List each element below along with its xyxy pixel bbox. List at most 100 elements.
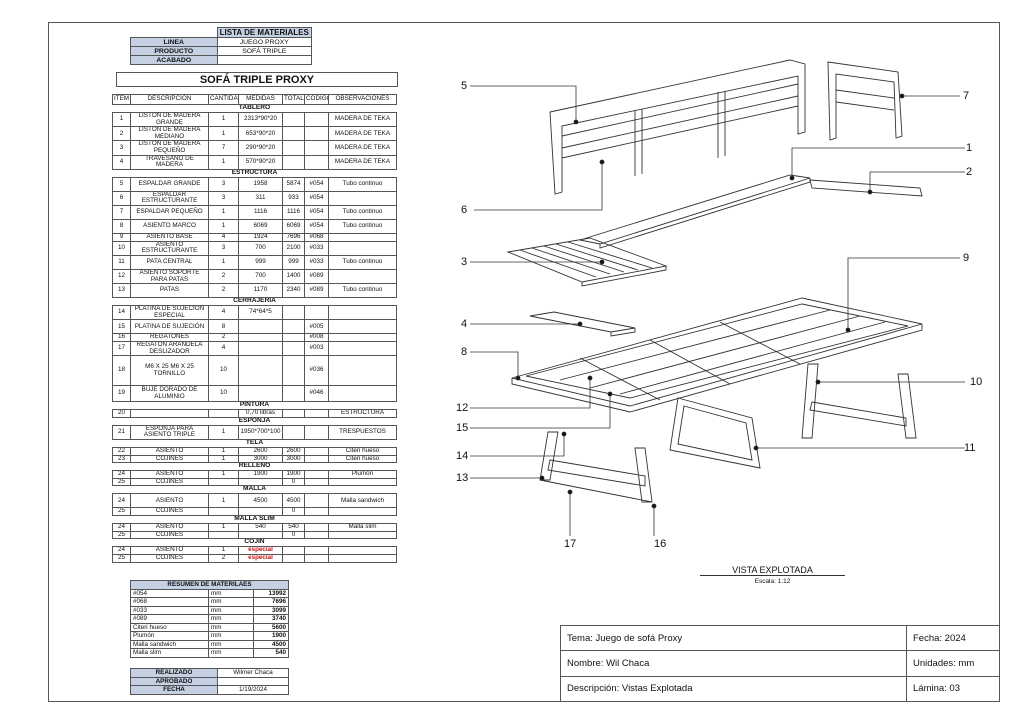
table-cell: 999 bbox=[282, 254, 305, 270]
table-cell: Malla sandwich bbox=[328, 493, 397, 509]
table-cell: 25 bbox=[112, 530, 131, 540]
table-cell: #033 bbox=[304, 240, 329, 256]
table-cell: 290*90*20 bbox=[238, 140, 283, 156]
section-title: CERRAJERIA bbox=[112, 297, 397, 307]
table-cell: PATAS bbox=[130, 283, 209, 299]
table-cell: 1400 bbox=[282, 268, 305, 285]
table-cell: 25 bbox=[112, 553, 131, 563]
table-cell: 2313*90*20 bbox=[238, 111, 283, 128]
table-cell: 20 bbox=[112, 409, 131, 418]
table-cell: ESPALDAR ESTRUCTURANTE bbox=[130, 190, 209, 207]
table-cell bbox=[304, 154, 329, 170]
header-title: LISTA DE MATERIALES bbox=[216, 27, 312, 38]
table-cell: 1170 bbox=[238, 283, 283, 299]
section-row: MALLA SLIM bbox=[112, 515, 397, 525]
callout-6: 6 bbox=[461, 204, 468, 216]
table-cell bbox=[282, 319, 305, 335]
bom-table: ITEMDESCRIPCIONCANTIDADMEDIDASTOTALCODIG… bbox=[112, 94, 397, 563]
table-cell bbox=[304, 424, 329, 441]
callout-12: 12 bbox=[456, 402, 469, 414]
table-cell: LISTÓN DE MADERA PEQUEÑO bbox=[130, 140, 209, 156]
table-cell bbox=[304, 553, 329, 563]
table-cell: 2 bbox=[208, 333, 239, 342]
table-cell: 22 bbox=[112, 447, 131, 456]
table-cell: 2 bbox=[208, 553, 239, 563]
slat-small-group bbox=[506, 237, 668, 287]
table-cell: #054 bbox=[304, 205, 329, 221]
section-title: ESTRUCTURA bbox=[112, 168, 397, 178]
table-cell: 8 bbox=[112, 219, 131, 235]
table-cell: ASIENTO MARCO bbox=[130, 219, 209, 235]
resumen-cell: 1900 bbox=[253, 631, 289, 641]
table-cell bbox=[328, 319, 397, 335]
table-cell: 24 bbox=[112, 523, 131, 532]
table-cell: 700 bbox=[238, 240, 283, 256]
table-cell: ASIENTO bbox=[130, 493, 209, 509]
table-cell: 1900 bbox=[282, 470, 305, 479]
table-cell: 0,70 libras bbox=[238, 409, 283, 418]
header-value-linea: JUEGO PROXY bbox=[216, 37, 312, 47]
table-cell: Malla slim bbox=[328, 523, 397, 532]
table-cell: MADERA DE TEKA bbox=[328, 140, 397, 156]
table-cell: #054 bbox=[304, 176, 329, 192]
table-cell: M6 X 25 M6 X 25 TORNILLO bbox=[130, 355, 209, 387]
resumen-cell: mm bbox=[208, 631, 254, 641]
table-cell bbox=[130, 409, 209, 418]
table-cell: 3000 bbox=[282, 454, 305, 464]
table-cell: 2600 bbox=[238, 447, 283, 456]
header-value-acabado bbox=[216, 55, 312, 65]
table-cell: 1 bbox=[208, 154, 239, 170]
section-row: RELLENO bbox=[112, 462, 397, 472]
table-cell: 570*90*20 bbox=[238, 154, 283, 170]
unidades-cell: Unidades: mm bbox=[906, 650, 1000, 677]
table-cell: 1958 bbox=[238, 176, 283, 192]
table-cell: 933 bbox=[282, 190, 305, 207]
resumen-cell: mm bbox=[208, 648, 254, 658]
callout-17: 17 bbox=[564, 538, 577, 550]
table-cell: ESPALDAR GRANDE bbox=[130, 176, 209, 192]
lamina-cell: Lámina: 03 bbox=[906, 675, 1000, 703]
table-cell: 2340 bbox=[282, 283, 305, 299]
table-cell: COJINES bbox=[130, 507, 209, 517]
table-cell: 14 bbox=[112, 305, 131, 321]
resumen-cell: mm bbox=[208, 622, 254, 632]
table-cell: 3000 bbox=[238, 454, 283, 464]
table-cell: 1 bbox=[208, 470, 239, 479]
table-cell: 15 bbox=[112, 319, 131, 335]
column-header: ITEM bbox=[112, 94, 131, 105]
table-cell: 7 bbox=[112, 205, 131, 221]
table-cell bbox=[282, 111, 305, 128]
callout-13: 13 bbox=[456, 472, 469, 484]
nombre-cell: Nombre: Wil Chaca bbox=[560, 650, 907, 677]
resumen-cell: #068 bbox=[130, 597, 209, 607]
signoff-label: APROBADO bbox=[130, 676, 218, 686]
table-cell: PLATINA DE SUJECIÓN ESPECIAL bbox=[130, 305, 209, 321]
table-cell: LISTÓN DE MADERA GRANDE bbox=[130, 111, 209, 128]
fecha-cell: Fecha: 2024 bbox=[906, 624, 1000, 652]
table-cell: #054 bbox=[304, 219, 329, 235]
table-cell: 2 bbox=[208, 283, 239, 299]
table-cell: 1 bbox=[208, 454, 239, 464]
callout-11: 11 bbox=[964, 442, 976, 454]
table-cell: 1 bbox=[208, 447, 239, 456]
table-cell: 4 bbox=[112, 154, 131, 170]
slat-medium-part bbox=[809, 179, 923, 197]
resumen-cell: mm bbox=[208, 597, 254, 607]
section-row: ESPONJA bbox=[112, 416, 397, 426]
resumen-cell: Plumón bbox=[130, 631, 209, 641]
section-title: TABLERO bbox=[112, 104, 397, 113]
